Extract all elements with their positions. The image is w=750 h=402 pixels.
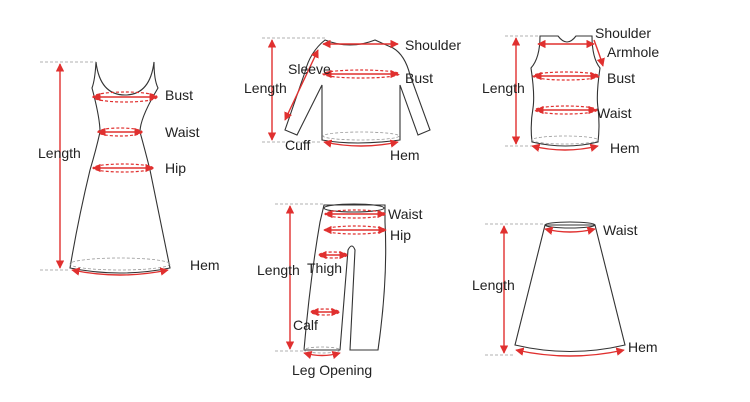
dress-bust-label: Bust xyxy=(165,87,193,103)
dress-hip-label: Hip xyxy=(165,160,186,176)
shirt-shoulder-label: Shoulder xyxy=(405,37,461,53)
pants-waist-label: Waist xyxy=(388,206,423,222)
pants-hip-label: Hip xyxy=(390,227,411,243)
shirt-length-label: Length xyxy=(244,80,287,96)
skirt-outline xyxy=(514,224,626,352)
shirt-bust-label: Bust xyxy=(405,70,433,86)
vest-hem-label: Hem xyxy=(610,140,640,156)
skirt-waist-label: Waist xyxy=(603,222,638,238)
shirt-diagram: Shoulder Sleeve Length Bust Cuff Hem xyxy=(244,37,461,163)
pants-diagram: Waist Hip Length Thigh Calf Leg Opening xyxy=(257,203,423,378)
dress-length-label: Length xyxy=(38,145,81,161)
pants-length-label: Length xyxy=(257,262,300,278)
vest-shoulder-label: Shoulder xyxy=(595,25,651,41)
shirt-hem-label: Hem xyxy=(390,147,420,163)
vest-bust-label: Bust xyxy=(607,70,635,86)
skirt-diagram: Waist Length Hem xyxy=(472,221,658,357)
dress-waist-label: Waist xyxy=(165,124,200,140)
pants-thigh-label: Thigh xyxy=(307,260,342,276)
vest-length-label: Length xyxy=(482,80,525,96)
dress-diagram: Bust Waist Hip Length Hem xyxy=(38,61,220,276)
pants-calf-label: Calf xyxy=(293,317,318,333)
pants-outline xyxy=(303,204,387,351)
vest-waist-label: Waist xyxy=(597,105,632,121)
skirt-hem-label: Hem xyxy=(628,339,658,355)
shirt-outline xyxy=(284,39,431,144)
vest-outline xyxy=(530,35,601,147)
shirt-cuff-label: Cuff xyxy=(285,137,311,153)
skirt-length-label: Length xyxy=(472,277,515,293)
vest-diagram: Shoulder Armhole Length Bust Waist Hem xyxy=(482,25,659,156)
dress-hem-label: Hem xyxy=(190,257,220,273)
shirt-sleeve-label: Sleeve xyxy=(288,61,331,77)
vest-armhole-label: Armhole xyxy=(607,44,659,60)
pants-leg-opening-label: Leg Opening xyxy=(292,362,372,378)
